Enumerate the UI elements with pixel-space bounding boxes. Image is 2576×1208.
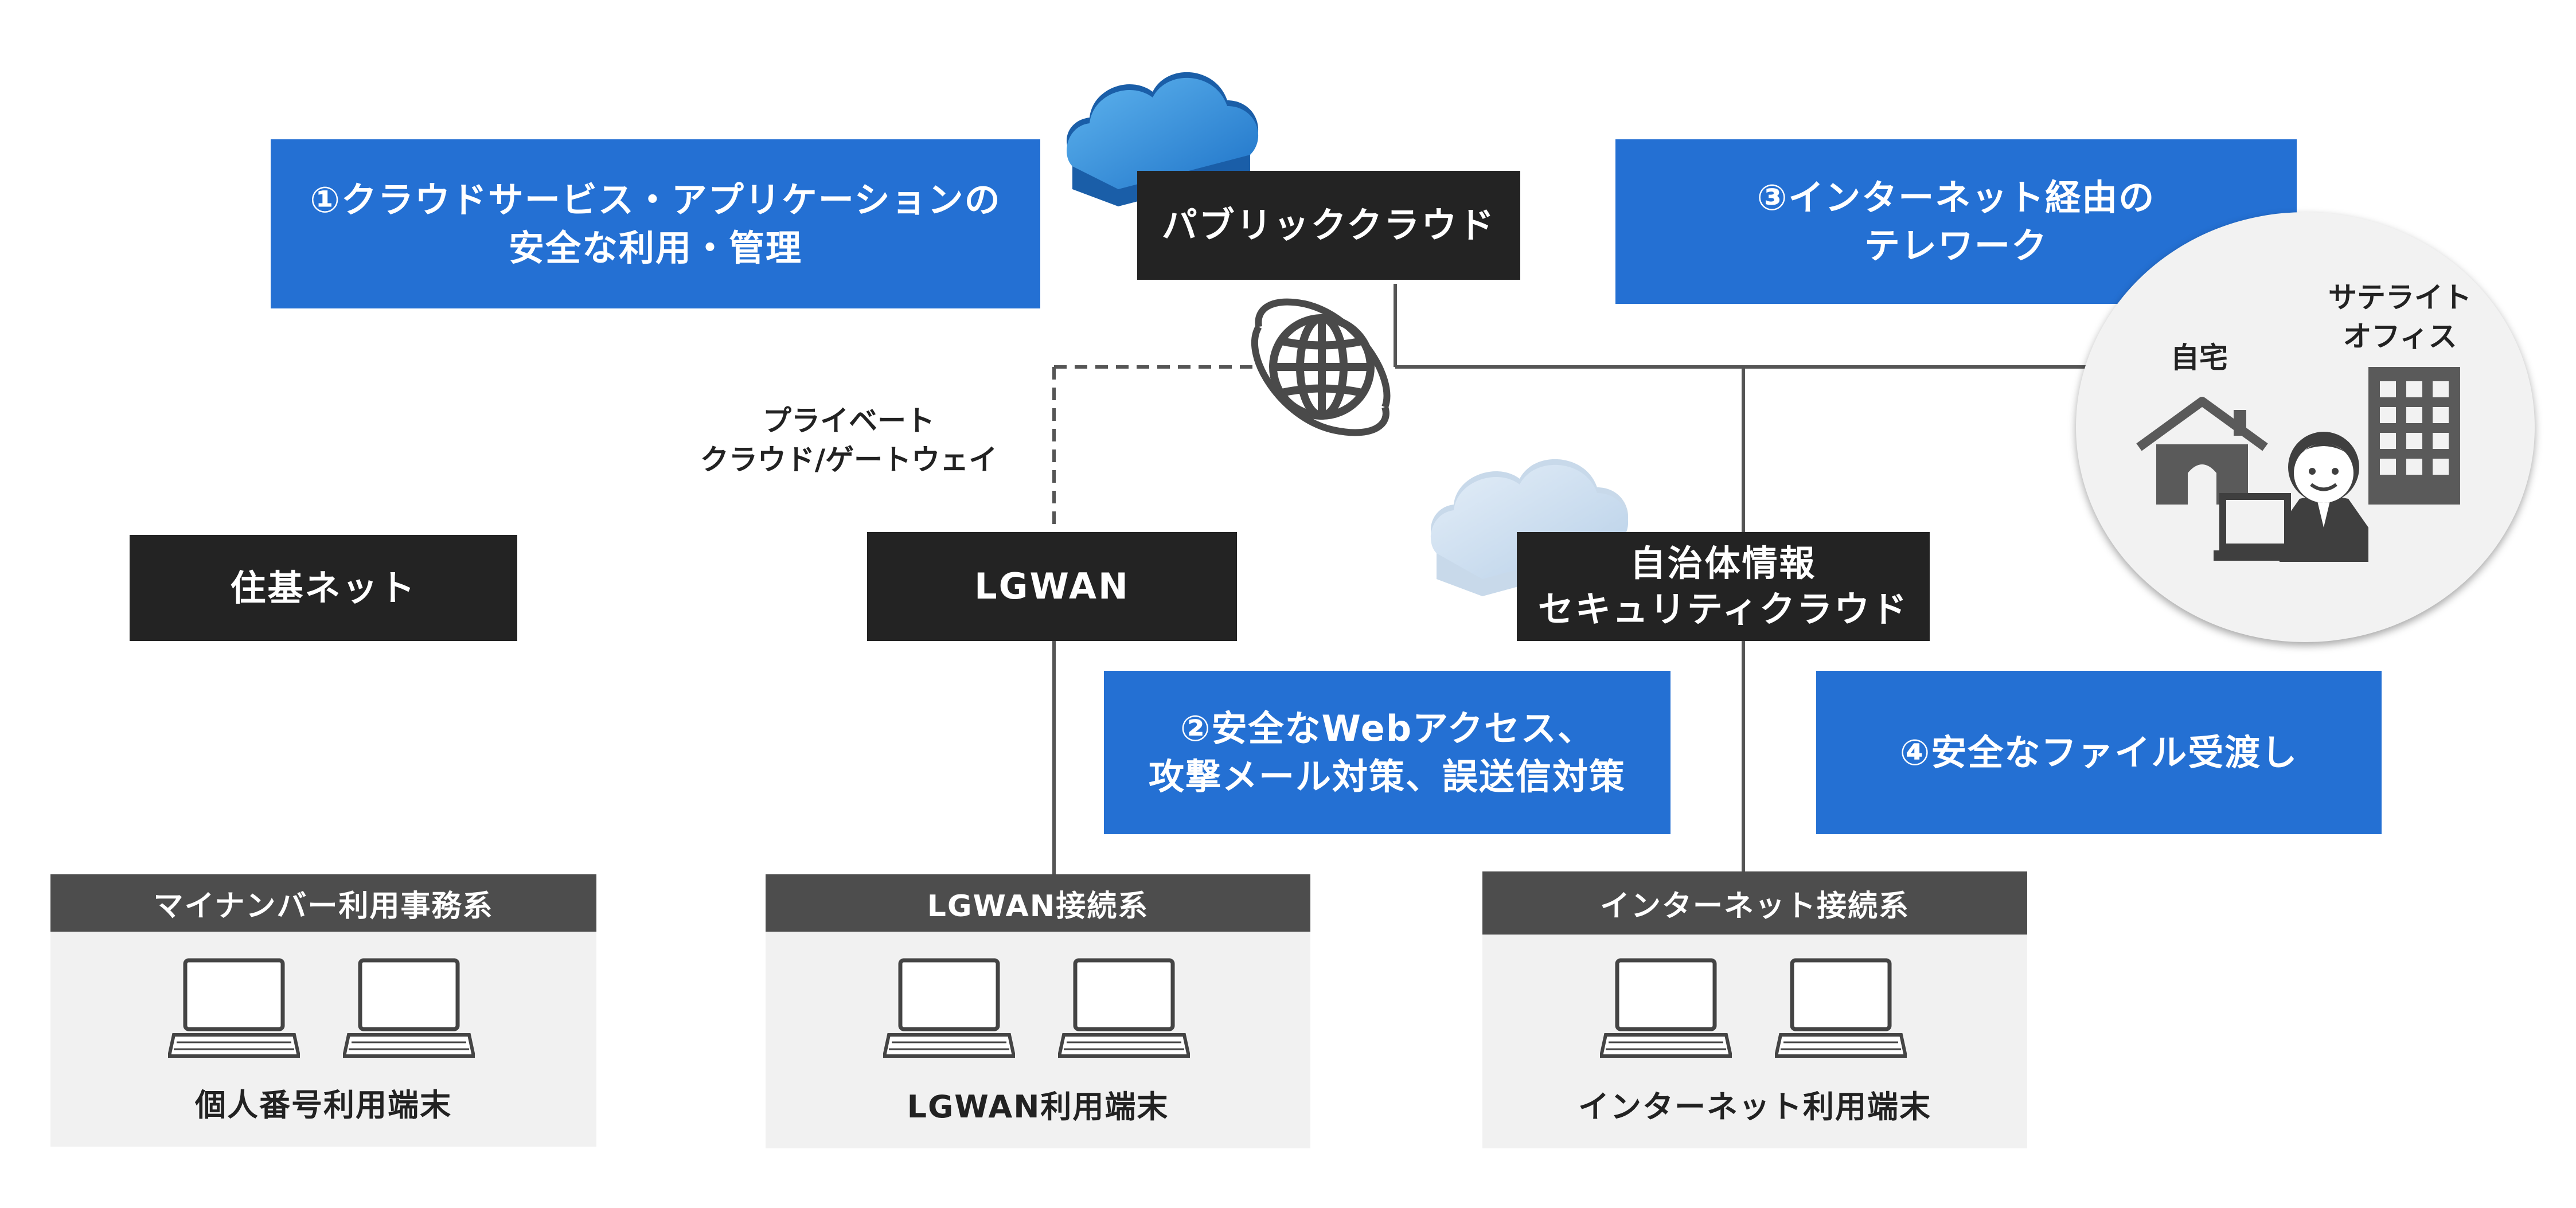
feature-box-telework: ③インターネット経由の テレワーク [1615,139,2297,304]
terminal-panel-lgwan: LGWAN接続系 LGWAN利用端末 [766,874,1310,1148]
satellite-office-label: サテライト オフィス [2314,278,2486,356]
laptop-icon [1600,958,1732,1058]
feature-box-cloud-services: ①クラウドサービス・アプリケーションの 安全な利用・管理 [271,139,1040,308]
feature-box-line: テレワーク [1864,224,2048,267]
person-icon [2214,432,2368,562]
panel-footer: LGWAN利用端末 [907,1089,1169,1125]
feature-box-line: ①クラウドサービス・アプリケーションの [310,178,1001,221]
security-cloud-label-line: 自治体情報 [1630,542,1817,584]
juki-net-label: 住基ネット [230,566,417,609]
office-building-icon [2368,367,2460,505]
feature-box-line: ③インターネット経由の [1757,176,2156,218]
private-gateway-label-line: プライベート [763,404,935,437]
feature-box-file-transfer: ④安全なファイル受渡し [1816,671,2382,834]
laptop-icon [343,958,475,1058]
terminal-panel-internet: インターネット接続系 インターネット利用端末 [1482,871,2027,1148]
panel-footer: 個人番号利用端末 [195,1087,452,1123]
satellite-office-label-line: オフィス [2343,320,2457,353]
panel-header: インターネット接続系 [1482,871,2027,935]
security-cloud-label-line: セキュリティクラウド [1537,588,1909,630]
lgwan-label: LGWAN [974,565,1130,607]
home-label: 自宅 [2171,341,2228,374]
private-gateway-label-line: クラウド/ゲートウェイ [700,443,998,476]
feature-box-line: ④安全なファイル受渡し [1899,731,2298,773]
laptop-icon [1775,958,1907,1058]
lgwan-box: LGWAN [867,532,1237,641]
laptop-icon [168,958,300,1058]
feature-box-line: ②安全なWebアクセス、 [1180,707,1594,749]
terminal-panel-mynumber: マイナンバー利用事務系 個人番号利用端末 [50,874,596,1147]
satellite-office-label-line: サテライト [2328,281,2472,314]
laptop-icon [1058,958,1190,1058]
public-cloud-box: パブリッククラウド [1137,171,1520,280]
security-cloud-box: 自治体情報 セキュリティクラウド [1517,532,1930,641]
feature-box-line: 安全な利用・管理 [508,226,802,269]
panel-header: マイナンバー利用事務系 [50,874,596,932]
feature-box-line: 攻撃メール対策、誤送信対策 [1148,755,1626,797]
juki-net-box: 住基ネット [130,535,517,641]
laptop-icon [883,958,1015,1058]
globe-icon [1251,298,1391,436]
public-cloud-label: パブリッククラウド [1161,204,1496,246]
panel-header: LGWAN接続系 [766,874,1310,932]
private-gateway-label: プライベート クラウド/ゲートウェイ [665,401,1032,479]
feature-box-web-access: ②安全なWebアクセス、 攻撃メール対策、誤送信対策 [1104,671,1671,834]
panel-footer: インターネット利用端末 [1578,1089,1931,1125]
